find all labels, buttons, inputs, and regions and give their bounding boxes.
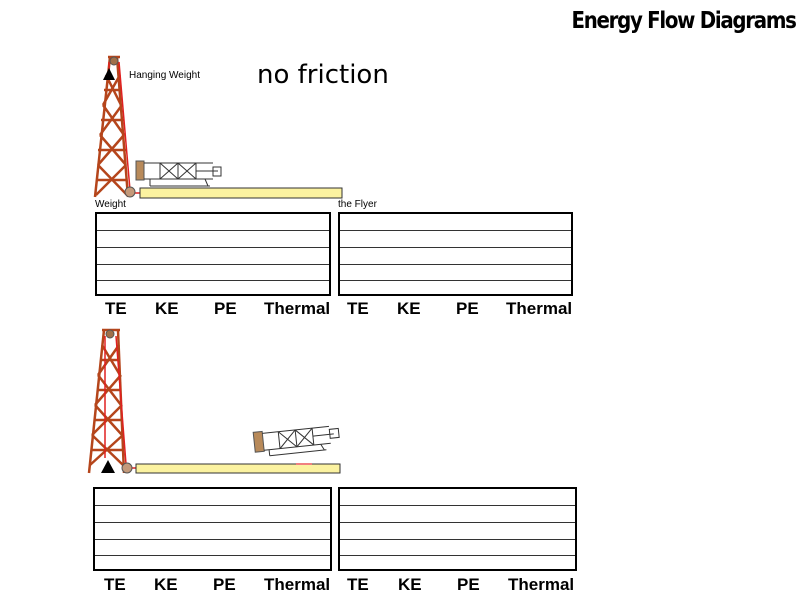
chart-rule (340, 280, 571, 281)
col-pe: PE (213, 575, 236, 594)
chart-rule (340, 230, 571, 231)
energy-chart-flyer-2[interactable] (338, 487, 577, 571)
pulley-bottom-2 (121, 462, 133, 474)
chart-rule (340, 264, 571, 265)
weight-label: Weight (95, 199, 126, 210)
flyer-1 (135, 160, 222, 187)
chart-rule (95, 522, 330, 523)
chart-rule (97, 264, 329, 265)
hanging-weight-label: Hanging Weight (129, 70, 200, 81)
launch-tower-1 (93, 55, 130, 198)
col-te: TE (104, 575, 126, 594)
chart-rule (340, 522, 575, 523)
pulley-bottom-1 (124, 186, 136, 198)
rope-1 (108, 61, 140, 194)
energy-chart-weight-2[interactable] (93, 487, 332, 571)
chart-rule (340, 539, 575, 540)
flyer-label: the Flyer (338, 199, 377, 210)
chart-rule (95, 539, 330, 540)
chart-rule (97, 247, 329, 248)
col-pe: PE (457, 575, 480, 594)
launch-rail-2 (135, 463, 341, 474)
chart-rule (97, 280, 329, 281)
col-te: TE (105, 299, 127, 318)
launch-rail-1 (139, 187, 343, 199)
chart-rule (95, 555, 330, 556)
col-thermal: Thermal (508, 575, 575, 594)
chart-rule (97, 230, 329, 231)
chart-rule (340, 505, 575, 506)
col-thermal: Thermal (264, 299, 331, 318)
col-ke: KE (155, 299, 179, 318)
energy-chart-weight-1[interactable] (95, 212, 331, 296)
col-te: TE (347, 575, 369, 594)
hanging-weight-1 (103, 68, 115, 80)
col-thermal: Thermal (264, 575, 331, 594)
hanging-weight-2 (101, 460, 115, 473)
col-pe: PE (214, 299, 237, 318)
col-ke: KE (397, 299, 421, 318)
page-title: Energy Flow Diagrams (571, 8, 797, 34)
pulley-top-2 (105, 329, 115, 339)
flyer-2 (252, 425, 340, 457)
chart-rule (95, 505, 330, 506)
pulley-top-1 (109, 56, 119, 66)
col-ke: KE (398, 575, 422, 594)
condition-label: no friction (257, 60, 389, 90)
chart-rule (340, 555, 575, 556)
launch-tower-2 (87, 328, 126, 474)
col-thermal: Thermal (506, 299, 573, 318)
energy-chart-flyer-1[interactable] (338, 212, 573, 296)
col-te: TE (347, 299, 369, 318)
chart-rule (340, 247, 571, 248)
col-pe: PE (456, 299, 479, 318)
col-ke: KE (154, 575, 178, 594)
